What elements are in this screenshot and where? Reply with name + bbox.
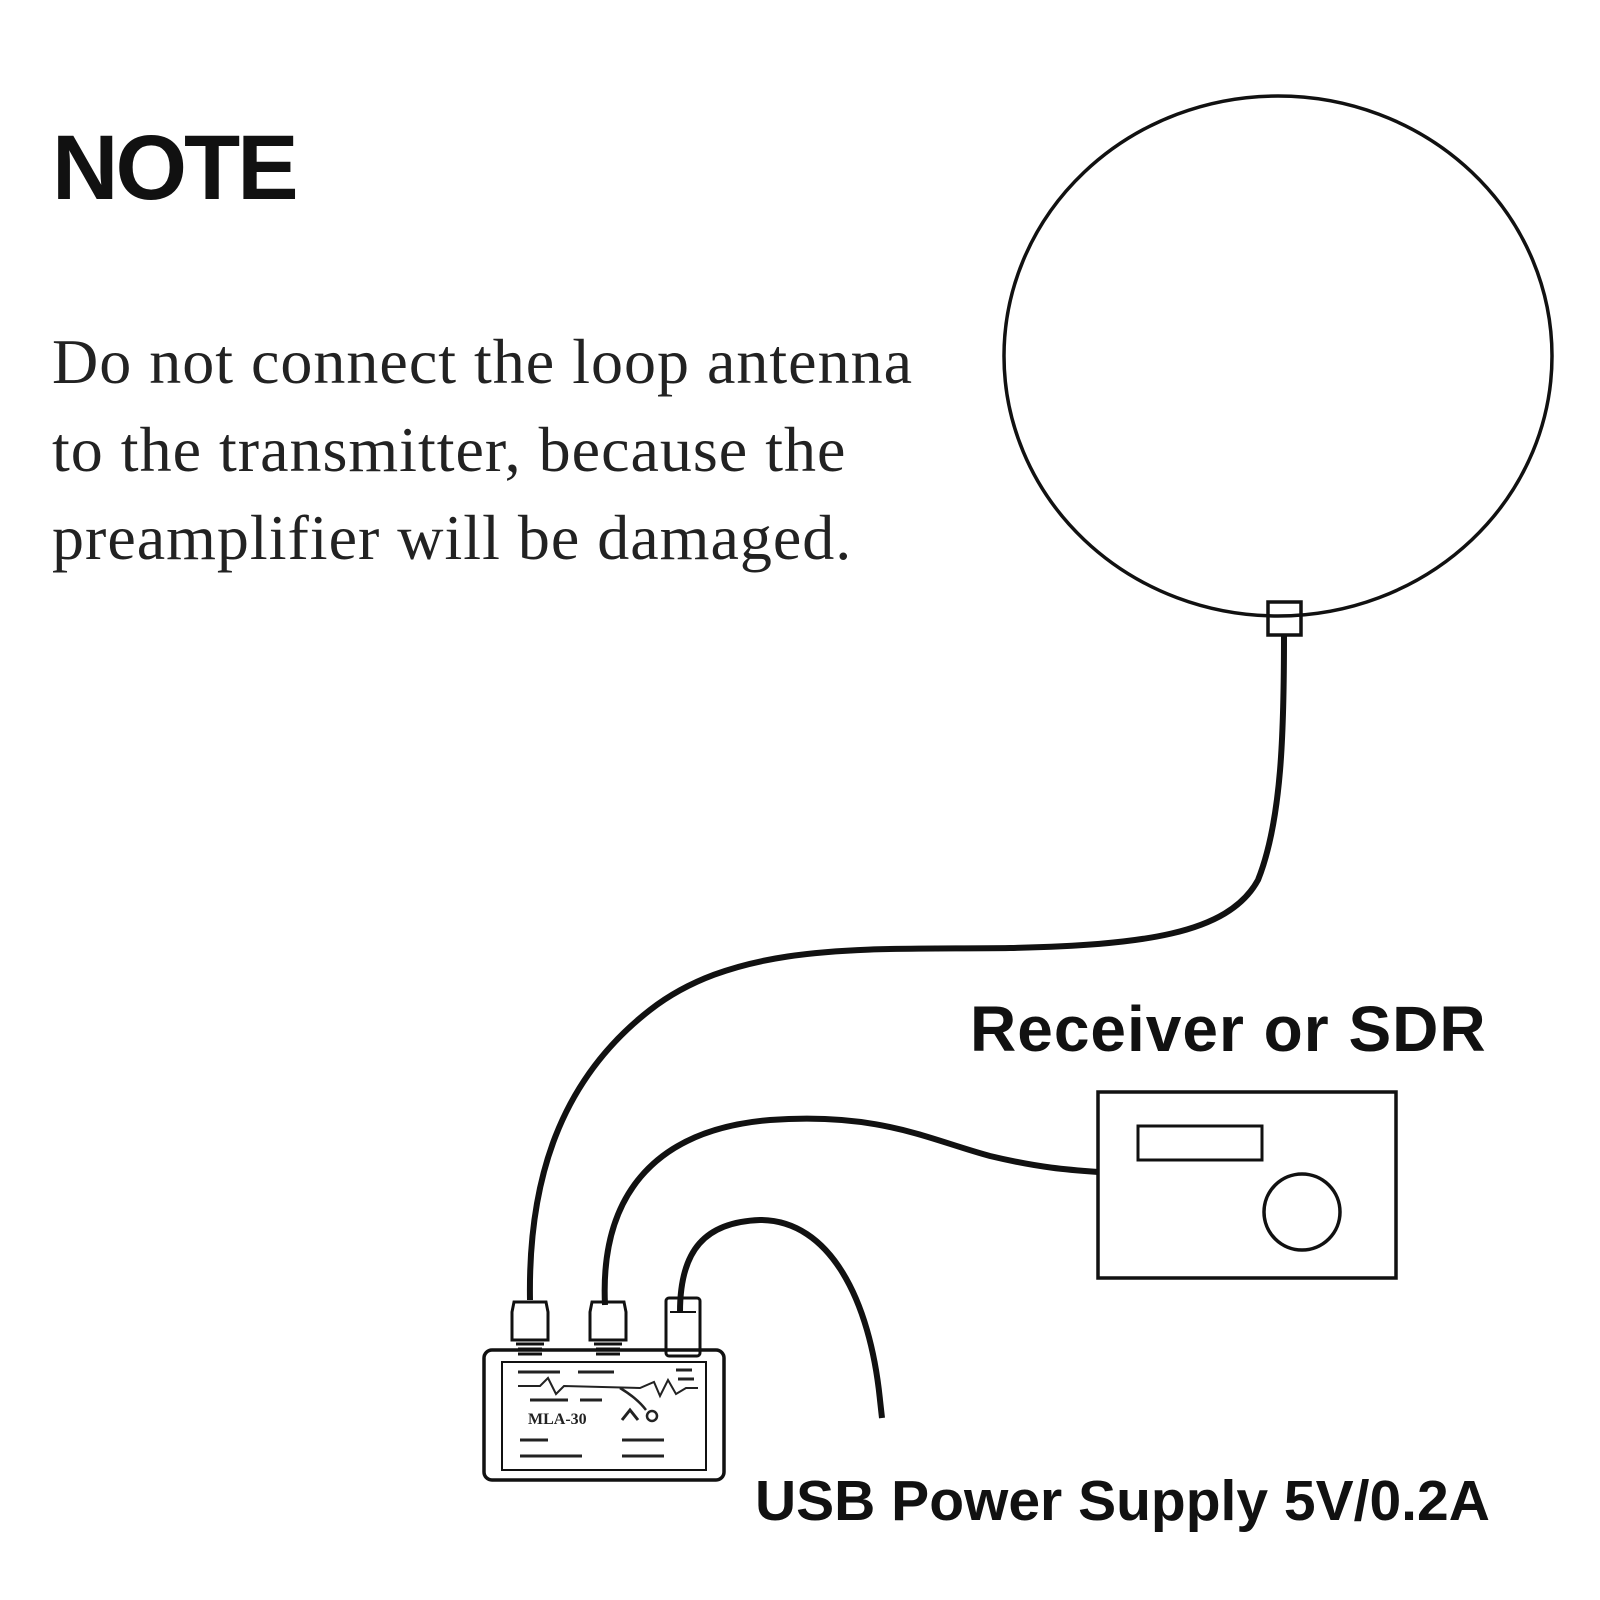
note-line-3: preamplifier will be damaged. [52, 502, 853, 573]
note-line-1: Do not connect the loop antenna [52, 326, 913, 397]
usb-power-cable [677, 1216, 885, 1419]
loop-antenna [1002, 94, 1554, 618]
preamplifier-box: MLA-30 [482, 1348, 726, 1482]
note-title: NOTE [52, 117, 299, 219]
usb-power-label: USB Power Supply 5V/0.2A [755, 1469, 1490, 1533]
note-text: Do not connect the loop antenna to the t… [52, 318, 972, 582]
note-line-2: to the transmitter, because the [52, 414, 847, 485]
receiver-cable [601, 1115, 1099, 1306]
receiver-display [1136, 1124, 1264, 1162]
receiver-box [1096, 1090, 1398, 1280]
receiver-knob [1262, 1172, 1342, 1252]
receiver-label: Receiver or SDR [970, 993, 1487, 1065]
usb-connector [664, 1296, 702, 1358]
receiver-connector [588, 1300, 628, 1356]
antenna-feed-box [1266, 600, 1303, 637]
antenna-connector [510, 1300, 550, 1356]
device-model: MLA-30 [528, 1411, 587, 1428]
antenna-cable [526, 634, 1287, 1301]
